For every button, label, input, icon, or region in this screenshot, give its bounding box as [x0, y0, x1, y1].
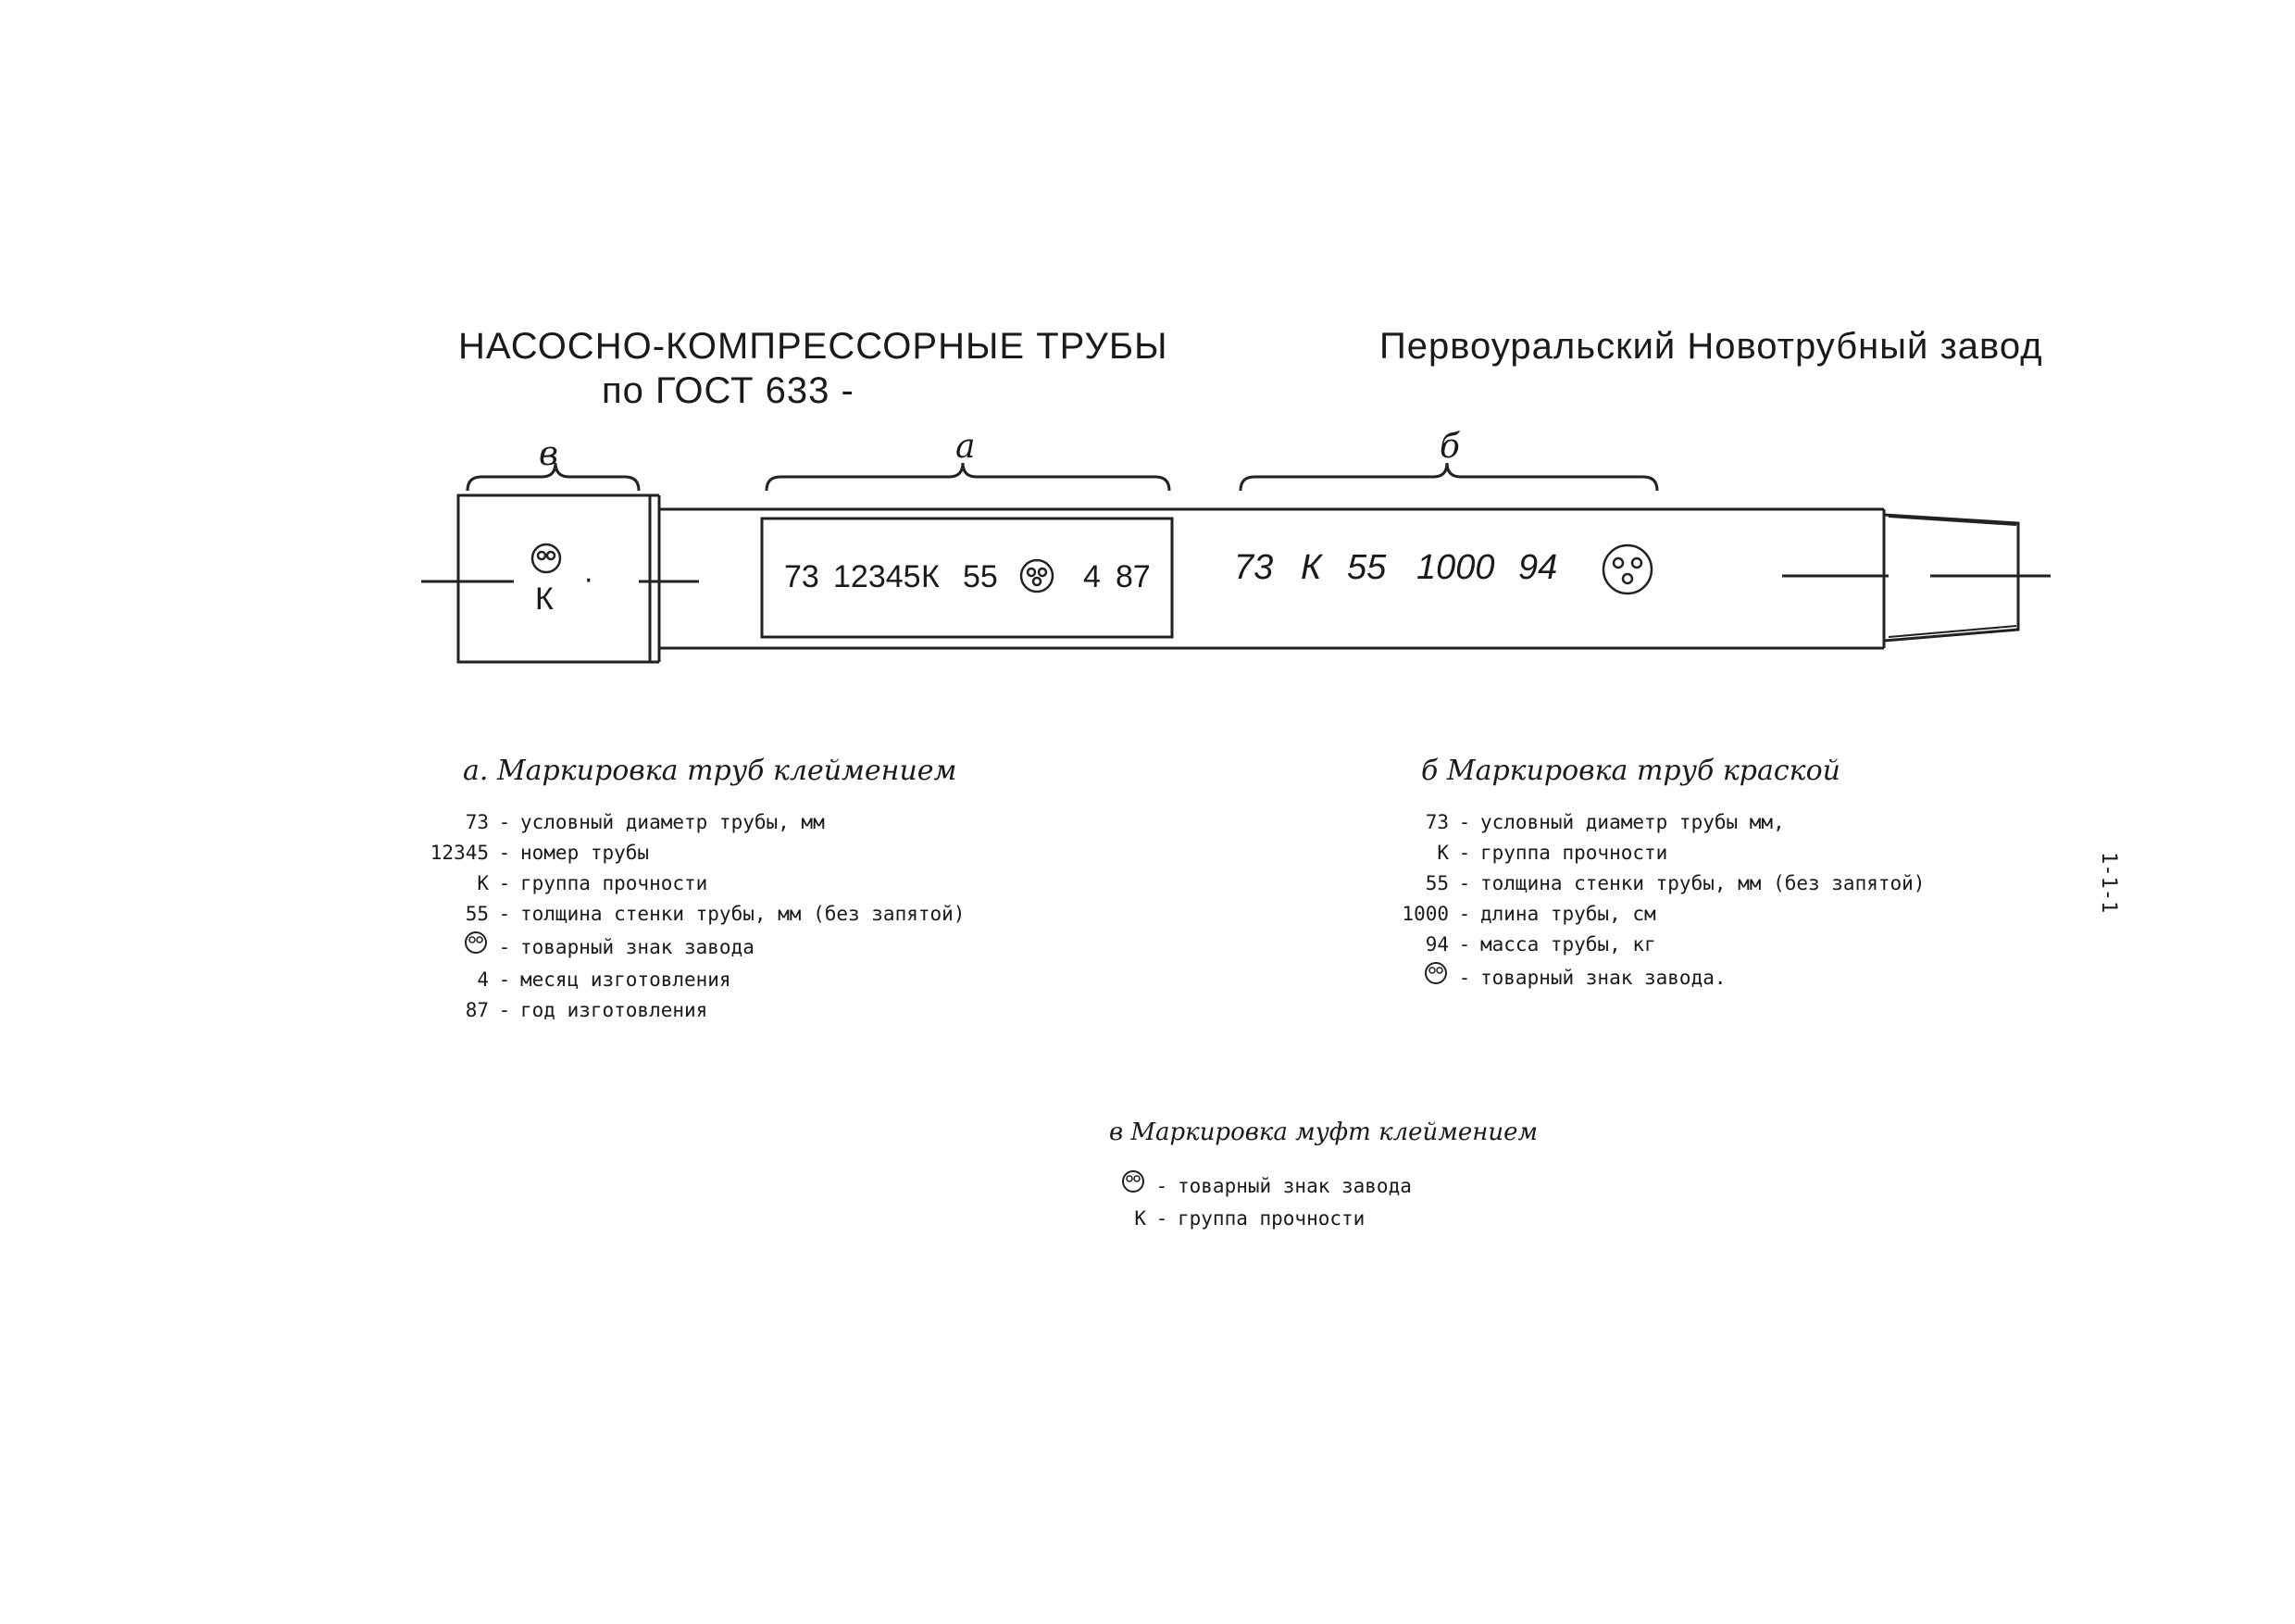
legend-v-row: -товарный знак завода — [1118, 1168, 1412, 1204]
stamp-strength-group: К — [921, 559, 940, 594]
legend-code: 4 — [477, 968, 489, 991]
legend-b-row: 55-толщина стенки трубы, мм (без запятой… — [1393, 868, 1926, 899]
paint-diameter: 73 — [1234, 548, 1274, 587]
stamp-pipe-number: 12345 — [833, 559, 921, 594]
legend-b-title: б Маркировка труб краской — [1421, 755, 1840, 787]
factory-logo-paint — [1602, 543, 1653, 595]
factory-logo-coupling — [530, 543, 562, 574]
title-line-2: по ГОСТ 633 - — [602, 370, 854, 411]
stamp-diameter: 73 — [784, 559, 819, 594]
legend-v-row: К-группа прочности — [1118, 1204, 1412, 1234]
legend-text: товарный знак завода. — [1480, 966, 1727, 989]
brace-label-b: б — [1440, 428, 1460, 466]
coupling-body — [456, 493, 652, 664]
brace-label-v: в — [539, 435, 558, 473]
legend-b-row: -товарный знак завода. — [1393, 960, 1925, 995]
legend-code: 73 — [1425, 811, 1449, 833]
legend-text: толщина стенки трубы, мм (без запятой) — [1480, 872, 1926, 894]
legend-text: год изготовления — [520, 999, 708, 1021]
legend-text: товарный знак завода — [520, 935, 755, 958]
coupling-dot: · — [584, 565, 593, 597]
legend-text: группа прочности — [1480, 842, 1668, 864]
legend-text: группа прочности — [1178, 1207, 1366, 1230]
legend-code: 73 — [465, 811, 489, 833]
legend-b-row: 94-масса трубы, кг — [1393, 930, 1925, 960]
legend-text: длина трубы, см — [1480, 903, 1656, 925]
stamp-month: 4 — [1083, 559, 1101, 594]
plant-name: Первоуральский Новотрубный завод — [1379, 326, 2043, 367]
legend-code: 12345 — [430, 842, 489, 864]
stamp-year: 87 — [1116, 559, 1151, 594]
legend-text: масса трубы, кг — [1480, 933, 1656, 956]
legend-b-row: 1000-длина трубы, см — [1393, 899, 1925, 930]
thread-taper — [1883, 513, 2020, 643]
factory-logo-stamp — [1019, 558, 1054, 593]
legend-code: 94 — [1425, 933, 1449, 956]
legend-a-title: а. Маркировка труб клеймением — [463, 755, 957, 787]
paint-mass: 94 — [1518, 548, 1558, 587]
paint-strength-group: К — [1301, 548, 1322, 587]
brace-b — [1239, 462, 1659, 492]
legend-b-row: К-группа прочности — [1393, 838, 1925, 868]
legend-text: условный диаметр трубы мм, — [1480, 811, 1785, 833]
legend-code: 1000 — [1402, 903, 1449, 925]
legend-a: 73-условный диаметр трубы, мм 12345-номе… — [424, 807, 966, 1026]
legend-a-row: 12345-номер трубы — [424, 838, 965, 868]
legend-text: номер трубы — [520, 842, 650, 864]
legend-code: К — [1437, 842, 1449, 864]
paint-wall-thickness: 55 — [1347, 548, 1387, 587]
legend-b-row: 73-условный диаметр трубы мм, — [1393, 807, 1925, 838]
brace-v — [466, 462, 641, 492]
logo-icon — [424, 930, 489, 965]
legend-a-row: 87-год изготовления — [424, 995, 965, 1026]
legend-code: 87 — [465, 999, 489, 1021]
legend-a-row: 73-условный диаметр трубы, мм — [424, 807, 965, 838]
legend-v: -товарный знак завода К-группа прочности — [1118, 1168, 1412, 1234]
legend-text: товарный знак завода — [1178, 1174, 1412, 1197]
legend-code: К — [1134, 1207, 1146, 1230]
legend-a-row: К-группа прочности — [424, 868, 965, 899]
legend-text: условный диаметр трубы, мм — [520, 811, 825, 833]
legend-v-title: в Маркировка муфт клеймением — [1109, 1118, 1539, 1146]
legend-code: 55 — [1425, 872, 1449, 894]
legend-a-row: 55-толщина стенки трубы, мм (без запятой… — [424, 899, 966, 930]
legend-text: месяц изготовления — [520, 968, 731, 991]
stamp-wall-thickness: 55 — [963, 559, 998, 594]
side-note: 1-1-1 — [2097, 852, 2120, 914]
legend-a-row: -товарный знак завода — [424, 930, 965, 965]
legend-text: толщина стенки трубы, мм (без запятой) — [520, 903, 966, 925]
logo-icon — [1393, 960, 1449, 995]
title-line-1: НАСОСНО-КОМПРЕССОРНЫЕ ТРУБЫ — [458, 326, 1168, 367]
legend-code: К — [477, 872, 489, 894]
legend-text: группа прочности — [520, 872, 708, 894]
legend-b: 73-условный диаметр трубы мм, К-группа п… — [1393, 807, 1925, 995]
paint-length: 1000 — [1416, 548, 1495, 587]
legend-a-row: 4-месяц изготовления — [424, 965, 965, 995]
coupling-mark-k: К — [535, 581, 554, 617]
legend-code: 55 — [465, 903, 489, 925]
logo-icon — [1118, 1168, 1146, 1204]
brace-a — [765, 462, 1171, 492]
brace-label-a: а — [955, 428, 976, 466]
